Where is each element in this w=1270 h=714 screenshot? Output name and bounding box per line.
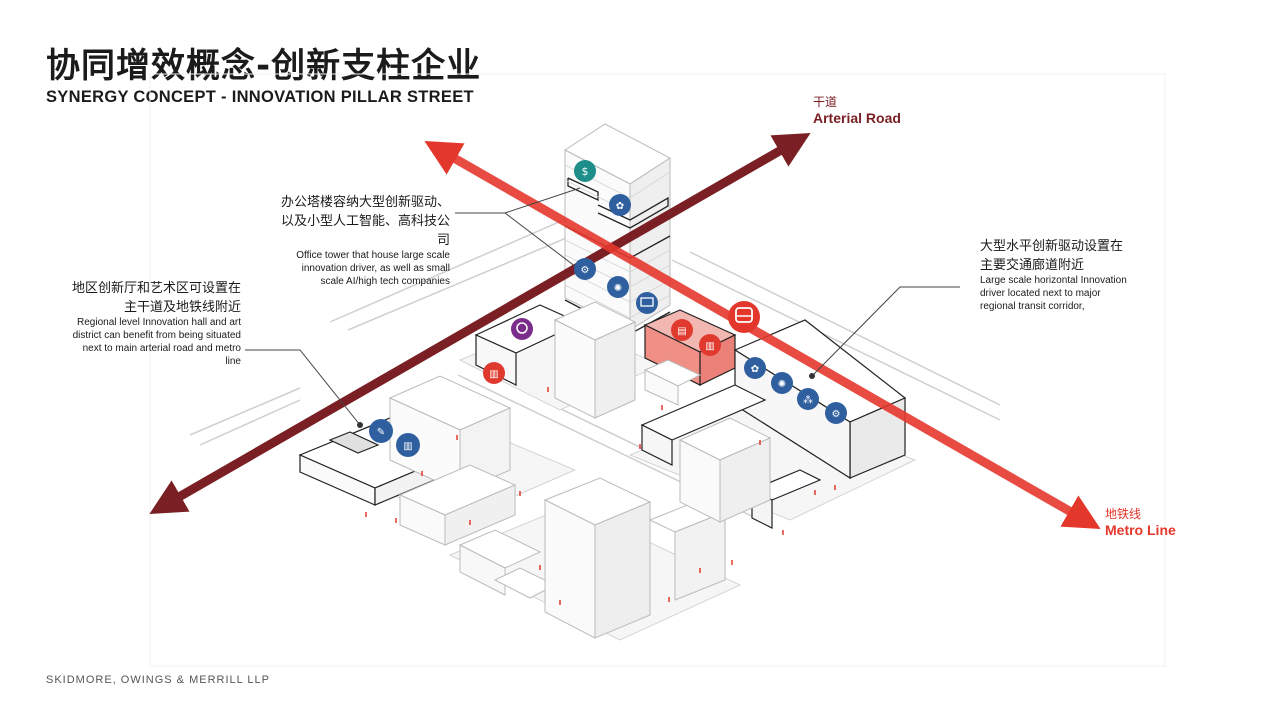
industry-icon: ▥	[396, 433, 420, 457]
art-icon: ✎	[369, 419, 393, 443]
svg-text:✿: ✿	[751, 364, 759, 375]
train-icon	[728, 301, 760, 333]
leader-dot-district	[357, 422, 363, 428]
factory-icon: ▥	[699, 334, 721, 356]
note-district-zh: 地区创新厅和艺术区可设置在主干道及地铁线附近	[71, 280, 241, 314]
network-icon: ✿ ✺ ⁂ ⚙	[744, 357, 847, 424]
svg-text:✿: ✿	[616, 201, 624, 212]
block-mid	[553, 301, 637, 419]
note-office-zh: 办公塔楼容纳大型创新驱动、以及小型人工智能、高科技公司	[280, 194, 450, 247]
svg-text:$: $	[582, 165, 589, 178]
entrance-markers	[365, 387, 836, 605]
svg-text:▤: ▤	[677, 326, 686, 337]
money-icon: $	[574, 160, 596, 182]
note-office-tower: 办公塔楼容纳大型创新驱动、以及小型人工智能、高科技公司 Office tower…	[280, 192, 450, 288]
block-east-inner	[678, 417, 772, 523]
metro-line-label: 地铁线 Metro Line	[1105, 506, 1176, 538]
svg-text:▥: ▥	[403, 441, 412, 452]
brain-icon: ✿	[609, 194, 631, 216]
svg-text:▥: ▥	[705, 341, 714, 352]
note-office-en: Office tower that house large scale inno…	[296, 250, 450, 287]
svg-text:✎: ✎	[377, 427, 385, 438]
svg-text:⚙: ⚙	[581, 265, 590, 276]
ai-head-icon	[511, 318, 533, 340]
screen-icon	[636, 292, 658, 314]
svg-text:⚙: ⚙	[832, 409, 841, 420]
chip-icon: ✺	[607, 276, 629, 298]
leader-lines	[245, 187, 960, 426]
note-district-en: Regional level Innovation hall and art d…	[72, 317, 241, 367]
svg-text:✺: ✺	[778, 379, 786, 390]
footer-firm: SKIDMORE, OWINGS & MERRILL LLP	[46, 674, 270, 686]
page-subtitle: SYNERGY CONCEPT - INNOVATION PILLAR STRE…	[46, 88, 474, 106]
leader-dot-east	[809, 373, 815, 379]
note-district: 地区创新厅和艺术区可设置在主干道及地铁线附近 Regional level In…	[66, 278, 241, 368]
note-horizontal: 大型水平创新驱动设置在主要交通廊道附近 Large scale horizont…	[980, 236, 1130, 313]
svg-text:⁂: ⁂	[803, 394, 813, 406]
arterial-road-label-zh: 干道	[813, 95, 838, 109]
arterial-road-label-en: Arterial Road	[813, 110, 901, 126]
factory-icon-west: ▥	[483, 362, 505, 384]
robot-icon: ⚙	[574, 258, 596, 280]
svg-text:✺: ✺	[614, 283, 622, 294]
metro-line-arrow	[424, 141, 1101, 529]
svg-text:▥: ▥	[489, 369, 498, 380]
note-horizontal-en: Large scale horizontal Innovation driver…	[980, 275, 1127, 312]
note-horizontal-zh: 大型水平创新驱动设置在主要交通廊道附近	[980, 238, 1124, 272]
cart-icon: ▤	[671, 319, 693, 341]
arterial-road-label: 干道 Arterial Road	[813, 94, 901, 126]
metro-line-label-zh: 地铁线	[1105, 507, 1142, 521]
page-title: 协同增效概念-创新支柱企业	[46, 46, 482, 86]
metro-line-label-en: Metro Line	[1105, 522, 1176, 538]
